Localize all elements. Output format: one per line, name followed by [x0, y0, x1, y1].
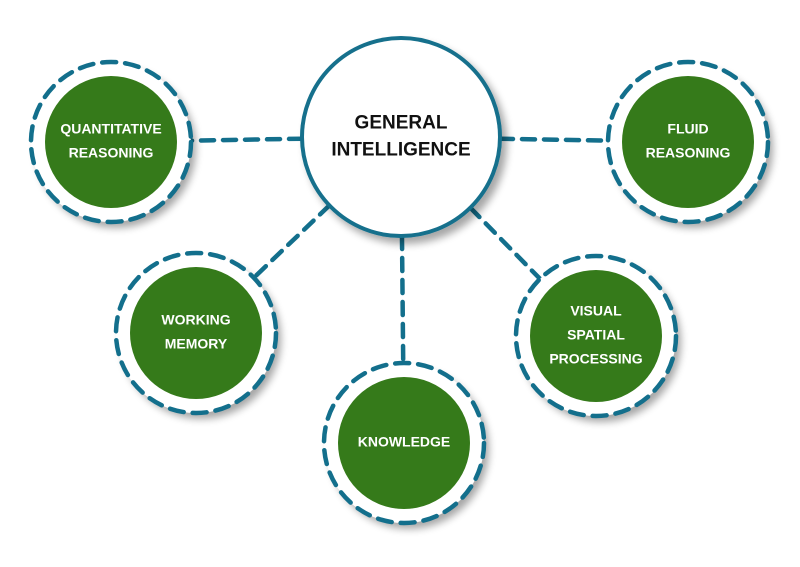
center-label-line: INTELLIGENCE — [331, 140, 470, 161]
dashed-ring — [28, 59, 194, 225]
dashed-ring — [513, 253, 679, 419]
connector-fluid-reasoning — [497, 136, 611, 143]
node-circle — [622, 76, 754, 208]
satellite-nodes: QUANTITATIVE REASONING FLUID REASONING WORKI… — [28, 59, 771, 526]
connector-working-memory — [251, 203, 332, 280]
node-circle — [130, 267, 262, 399]
node-knowledge: KNOWLEDGE — [321, 360, 487, 526]
node-label-line: VISUAL — [570, 303, 622, 319]
dashed-ring — [321, 360, 487, 526]
connectors — [188, 136, 611, 366]
dashed-ring — [605, 59, 771, 225]
node-circle — [530, 270, 662, 402]
node-label-line: MEMORY — [165, 336, 228, 352]
connector-quantitative-reasoning — [188, 136, 305, 143]
node-quantitative-reasoning: QUANTITATIVE REASONING — [28, 59, 194, 225]
node-visual-spatial-processing: VISUAL SPATIAL PROCESSING — [513, 253, 679, 419]
node-label-line: SPATIAL — [567, 327, 625, 343]
node-label-line: QUANTITATIVE — [60, 121, 161, 137]
node-label-line: WORKING — [161, 312, 230, 328]
node-label-line: FLUID — [667, 121, 708, 137]
connector-visual-spatial-processing — [468, 205, 543, 282]
node-working-memory: WORKING MEMORY — [113, 250, 279, 416]
center-node: GENERAL INTELLIGENCE — [300, 36, 502, 238]
node-circle — [45, 76, 177, 208]
node-label-line: REASONING — [646, 145, 731, 161]
center-label-line: GENERAL — [355, 113, 448, 134]
node-circle — [338, 377, 470, 509]
node-label-line: REASONING — [69, 145, 154, 161]
center-circle — [300, 36, 502, 238]
connector-knowledge — [399, 233, 406, 366]
node-label-line: PROCESSING — [549, 351, 642, 367]
dashed-ring — [113, 250, 279, 416]
node-label-line: KNOWLEDGE — [358, 434, 451, 450]
node-fluid-reasoning: FLUID REASONING — [605, 59, 771, 225]
